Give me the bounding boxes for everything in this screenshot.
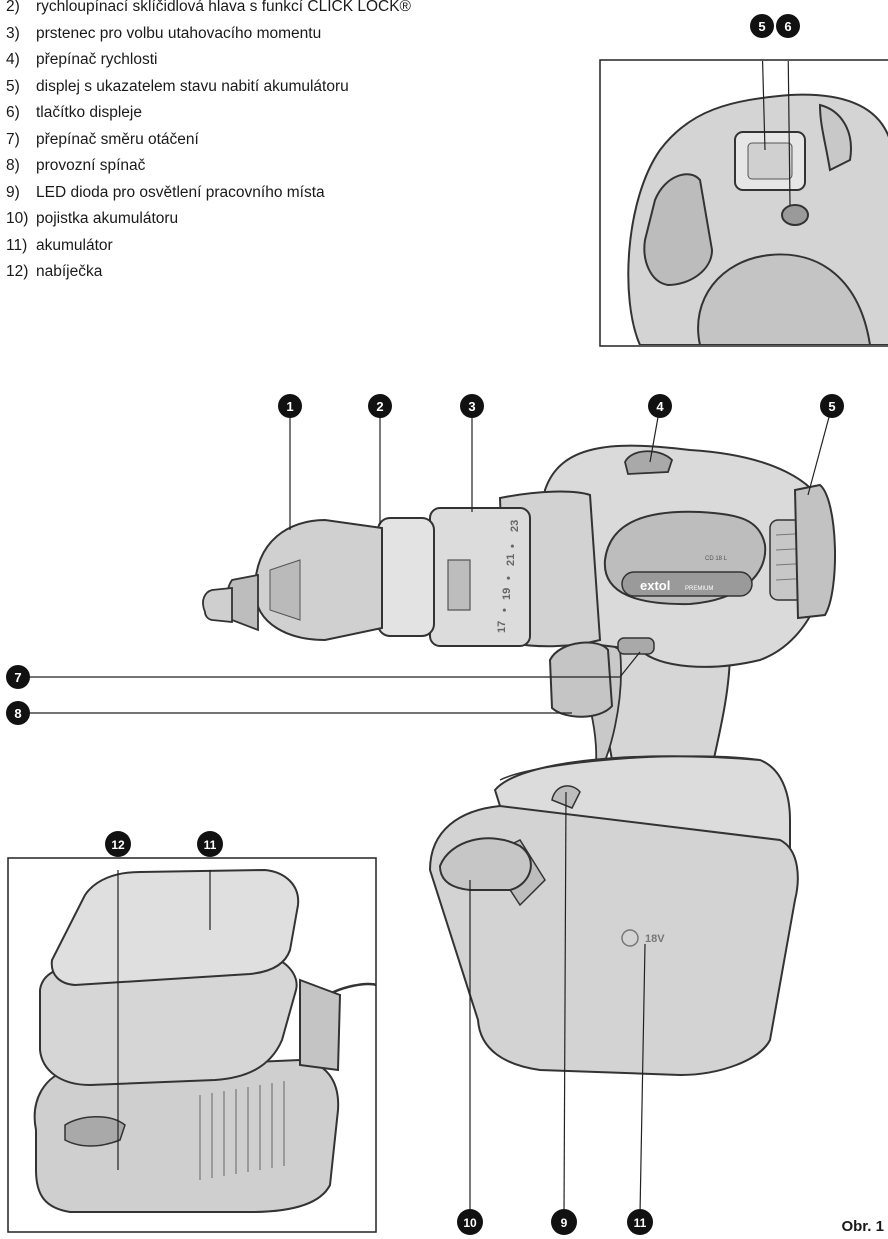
svg-text:4: 4: [656, 399, 664, 414]
callout-11-top: 11: [197, 831, 223, 857]
callout-5: 5: [820, 394, 844, 418]
list-item: 6)tlačítko displeje: [6, 104, 142, 121]
callout-10: 10: [457, 1209, 483, 1235]
list-item: 11)akumulátor: [6, 236, 113, 254]
svg-text:11: 11: [204, 838, 217, 852]
svg-text:CD 18 L: CD 18 L: [705, 556, 728, 562]
svg-text:23: 23: [509, 520, 521, 532]
callout-3: 3: [460, 394, 484, 418]
list-item: 12)nabíječka: [6, 263, 103, 280]
svg-text:2: 2: [376, 399, 383, 414]
svg-text:6: 6: [784, 19, 791, 34]
callout-7: 7: [6, 665, 30, 689]
callout-8: 8: [6, 701, 30, 725]
list-item: 4)přepínač rychlosti: [6, 51, 158, 68]
svg-text:9: 9: [561, 1216, 568, 1230]
svg-text:21: 21: [505, 554, 517, 566]
callout-lines: [18, 405, 833, 1215]
list-item: 7)přepínač směru otáčení: [6, 130, 199, 148]
svg-text:12: 12: [111, 838, 125, 852]
svg-text:18V: 18V: [645, 933, 665, 945]
svg-text:8: 8: [14, 706, 21, 721]
drill: extol PREMIUM CD 18 L 17 • 19 • 21 • 23: [202, 444, 836, 1077]
svg-text:•: •: [503, 576, 515, 580]
list-item: 3)prstenec pro volbu utahovacího momentu: [6, 24, 322, 42]
svg-text:17: 17: [496, 621, 508, 633]
list-item: 2)rychloupínací sklíčidlová hlava s funk…: [6, 0, 411, 15]
display-button: [781, 204, 809, 226]
svg-text:PREMIUM: PREMIUM: [685, 586, 713, 592]
svg-text:•: •: [499, 608, 511, 612]
list-item: 10)pojistka akumulátoru: [6, 210, 179, 227]
svg-text:5: 5: [828, 399, 835, 414]
list-item: 9)LED dioda pro osvětlení pracovního mís…: [6, 183, 325, 201]
figure-label: Obr. 1: [841, 1218, 884, 1235]
callout-9: 9: [551, 1209, 577, 1235]
svg-text:5: 5: [758, 19, 765, 34]
svg-text:10: 10: [463, 1216, 477, 1230]
svg-text:1: 1: [286, 399, 293, 414]
svg-text:11: 11: [634, 1216, 647, 1230]
list-item: 8)provozní spínač: [6, 157, 146, 174]
torque-scale: 17 • 19 • 21 • 23: [496, 520, 521, 633]
callout-11-bottom: 11: [627, 1209, 653, 1235]
parts-list: 2)rychloupínací sklíčidlová hlava s funk…: [6, 0, 411, 286]
callout-12: 12: [105, 831, 131, 857]
callout-2: 2: [368, 394, 392, 418]
svg-text:3: 3: [468, 399, 475, 414]
charger-inset: [7, 857, 377, 1233]
callout-4: 4: [648, 394, 672, 418]
callout-1: 1: [278, 394, 302, 418]
svg-text:19: 19: [501, 588, 513, 600]
display-inset: 5 6: [599, 14, 888, 347]
list-item: 5)displej s ukazatelem stavu nabití akum…: [6, 77, 349, 95]
svg-text:•: •: [507, 544, 519, 548]
svg-text:extol: extol: [640, 578, 670, 593]
callout-6-inset: 6: [776, 14, 800, 38]
svg-text:7: 7: [14, 670, 21, 685]
callout-5-inset: 5: [750, 14, 774, 38]
